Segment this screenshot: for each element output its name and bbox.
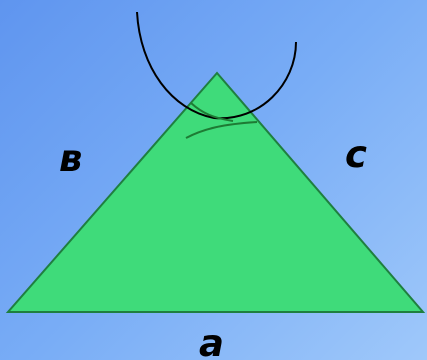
label-side-b: в xyxy=(59,137,82,180)
label-side-a: а xyxy=(199,322,224,360)
vertex-angle-arc xyxy=(190,102,234,122)
compass-arc-lower xyxy=(185,121,258,139)
triangle-shape xyxy=(5,71,426,313)
compass-arc-upper xyxy=(136,11,297,120)
label-side-c: с xyxy=(345,133,367,176)
